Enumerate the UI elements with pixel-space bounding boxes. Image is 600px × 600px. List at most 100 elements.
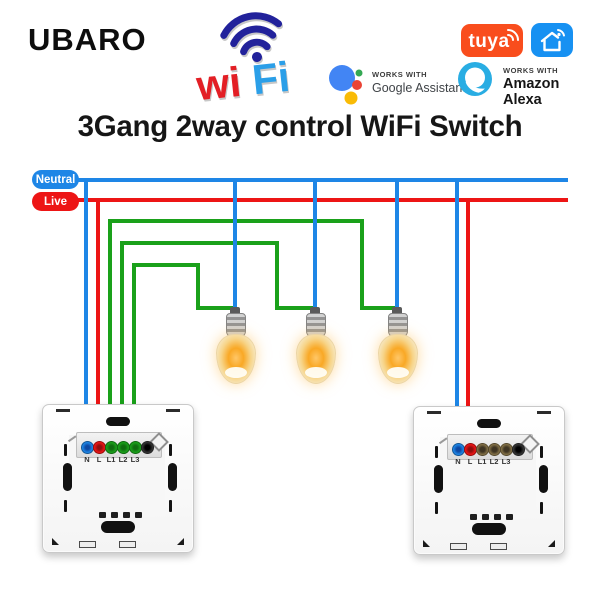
plate-corner-mark xyxy=(548,540,555,547)
bulb-glass xyxy=(216,334,256,384)
screw-slot xyxy=(169,500,172,512)
mounting-slot-bottom xyxy=(101,521,135,533)
bulb-2 xyxy=(295,306,336,386)
bulb-socket-nub xyxy=(230,307,240,315)
wire-l2-run xyxy=(120,241,279,245)
wire-l3-run xyxy=(132,263,200,267)
mounting-slot-right xyxy=(539,465,548,493)
plate-corner-mark xyxy=(423,540,430,547)
terminal-label-l3: L3 xyxy=(501,457,511,466)
wire-live-right-switch xyxy=(466,198,470,446)
module-tab xyxy=(470,514,477,520)
wire-l1-to-bulb3 xyxy=(360,306,399,310)
wire-l3-to-bulb1 xyxy=(196,306,237,310)
bulb-1 xyxy=(215,306,256,386)
wire-neutral-left-switch xyxy=(84,178,88,446)
terminal-spare xyxy=(512,443,525,456)
live-bus-label: Live xyxy=(32,192,79,211)
plate-bottom-mark xyxy=(450,543,467,550)
wire-neutral-bus xyxy=(70,178,568,182)
smart-life-house-icon xyxy=(540,29,565,52)
terminal-label-l: L xyxy=(467,457,473,466)
terminal-label-l2: L2 xyxy=(118,455,128,464)
tuya-logo-text: tuya xyxy=(468,30,510,52)
neutral-bus-label: Neutral xyxy=(32,170,79,189)
module-tab xyxy=(494,514,501,520)
google-assistant-badge xyxy=(328,62,366,111)
mounting-slot-top xyxy=(477,419,501,428)
module-tab xyxy=(506,514,513,520)
tuya-logo: tuya xyxy=(461,24,523,57)
terminal-label-l1: L1 xyxy=(106,455,116,464)
terminal-label-n: N xyxy=(455,457,461,466)
module-tab xyxy=(135,512,142,518)
terminal-label-n: N xyxy=(84,455,90,464)
wire-l1-drop xyxy=(360,219,364,310)
plate-mark xyxy=(56,409,70,412)
plate-corner-mark xyxy=(52,538,59,545)
amazon-alexa-badge-text: WORKS WITH Amazon Alexa xyxy=(503,66,600,108)
terminal-label-l2: L2 xyxy=(489,457,499,466)
google-assistant-label: Google Assistant xyxy=(372,81,466,95)
wall-switch-left: N L L1 L2 L3 xyxy=(42,404,194,553)
screw-slot xyxy=(540,446,543,458)
screw-slot xyxy=(540,502,543,514)
bulb-socket-nub xyxy=(310,307,320,315)
wire-neutral-bulb1 xyxy=(233,178,237,314)
wire-l2-drop xyxy=(275,241,279,310)
screw-slot xyxy=(64,444,67,456)
google-assistant-badge-text: WORKS WITH Google Assistant xyxy=(372,70,466,95)
amazon-alexa-badge xyxy=(457,61,493,102)
screw-slot xyxy=(435,446,438,458)
amazon-alexa-icon xyxy=(458,62,492,96)
smart-life-icon xyxy=(531,23,573,57)
mounting-slot-left xyxy=(63,463,72,491)
terminal-label-l3: L3 xyxy=(130,455,140,464)
plate-bottom-mark xyxy=(79,541,96,548)
wall-switch-right: N L L1 L2 L3 xyxy=(413,406,565,555)
terminal-label-l1: L1 xyxy=(477,457,487,466)
module-tab xyxy=(123,512,130,518)
module-tab xyxy=(482,514,489,520)
bulb-glass xyxy=(296,334,336,384)
wifi-text-red: wi xyxy=(193,58,243,102)
tuya-wifi-arcs-icon xyxy=(507,29,519,41)
works-with-label: WORKS WITH xyxy=(503,66,558,75)
svg-text:wi Fi: wi Fi xyxy=(193,53,292,102)
screw-slot xyxy=(64,500,67,512)
google-assistant-icon xyxy=(329,65,363,105)
works-with-label: WORKS WITH xyxy=(372,70,427,79)
plate-corner-mark xyxy=(177,538,184,545)
plate-bottom-mark xyxy=(490,543,507,550)
wire-neutral-right-switch xyxy=(455,178,459,446)
wire-l3-drop xyxy=(196,263,200,310)
screw-slot xyxy=(435,502,438,514)
wire-neutral-bulb2 xyxy=(313,178,317,314)
plate-mark xyxy=(166,409,180,412)
wire-live-left-switch xyxy=(96,198,100,446)
screw-slot xyxy=(169,444,172,456)
wire-l1-riser xyxy=(108,219,112,446)
mounting-slot-right xyxy=(168,463,177,491)
page-title: 3Gang 2way control WiFi Switch xyxy=(77,110,523,143)
wire-live-bus xyxy=(70,198,568,202)
module-tab xyxy=(99,512,106,518)
terminal-label-l: L xyxy=(96,455,102,464)
bulb-socket-nub xyxy=(392,307,402,315)
module-tab xyxy=(111,512,118,518)
mounting-slot-top xyxy=(106,417,130,426)
mounting-slot-left xyxy=(434,465,443,493)
plate-mark xyxy=(427,411,441,414)
terminal-spare xyxy=(141,441,154,454)
amazon-alexa-label: Amazon Alexa xyxy=(503,76,560,108)
brand-logo: UBARO xyxy=(28,22,147,57)
plate-bottom-mark xyxy=(119,541,136,548)
wire-l2-to-bulb2 xyxy=(275,306,317,310)
wifi-3d-logo: wi Fi xyxy=(193,12,292,102)
wifi-text-blue: Fi xyxy=(250,53,292,102)
bulb-3 xyxy=(377,306,418,386)
plate-mark xyxy=(537,411,551,414)
wire-neutral-bulb3 xyxy=(395,178,399,314)
bulb-glass xyxy=(378,334,418,384)
